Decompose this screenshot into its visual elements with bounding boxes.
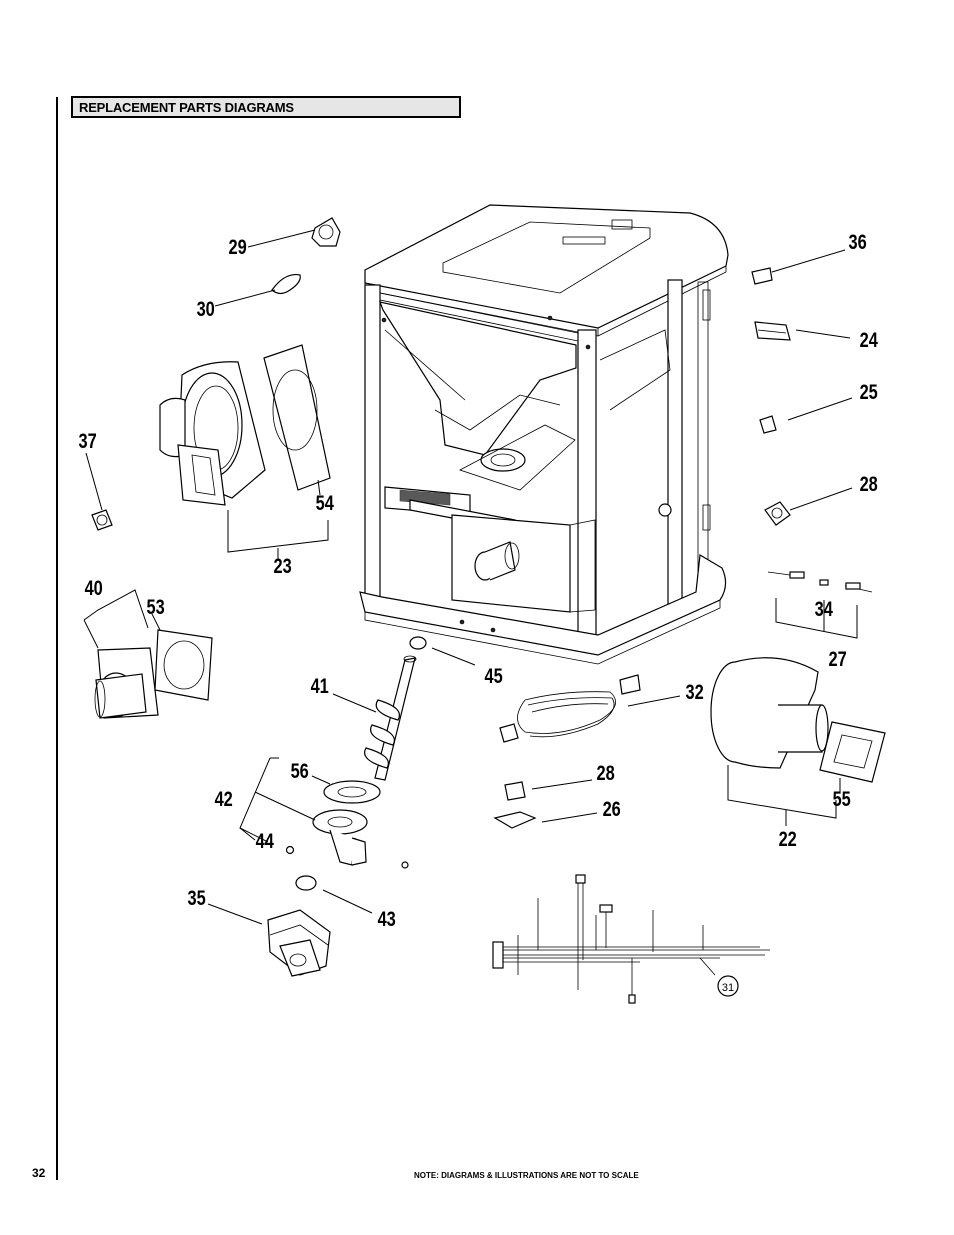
callout-24: 24 <box>860 328 879 351</box>
scale-note: NOTE: DIAGRAMS & ILLUSTRATIONS ARE NOT T… <box>414 1171 639 1180</box>
callout-34: 34 <box>815 597 834 620</box>
callout-26: 26 <box>603 797 621 820</box>
part-28-snap-disc <box>764 501 791 526</box>
callout-23: 23 <box>274 554 292 577</box>
wiring-harness-part <box>492 874 770 1004</box>
callout-28-lower: 28 <box>597 761 615 784</box>
auger-bushing-part <box>409 636 427 650</box>
gasket-53-part <box>154 629 213 701</box>
power-cord-part <box>499 674 641 743</box>
callout-53: 53 <box>147 595 165 618</box>
callout-55: 55 <box>833 787 851 810</box>
auger-part <box>364 655 417 781</box>
callout-32: 32 <box>686 680 704 703</box>
callout-31: 31 <box>722 982 734 994</box>
callout-circle-31 <box>717 975 739 997</box>
stove-cabinet <box>359 204 729 665</box>
callout-30: 30 <box>197 297 215 320</box>
thermo-disc-part <box>91 509 113 531</box>
page-number: 32 <box>32 1166 46 1180</box>
part-36-switch <box>751 267 773 285</box>
callout-41: 41 <box>311 674 329 697</box>
vacuum-switch-part <box>311 217 341 247</box>
callout-42: 42 <box>215 787 233 810</box>
gasket-54-part <box>263 344 331 491</box>
bushing-43-part <box>295 875 317 891</box>
callout-36: 36 <box>849 230 867 253</box>
margin-rule <box>56 97 58 1180</box>
hose-part <box>271 273 301 295</box>
callout-35: 35 <box>188 886 206 909</box>
callout-44: 44 <box>256 829 275 852</box>
part-24-bracket <box>754 321 791 341</box>
callout-43: 43 <box>378 907 396 930</box>
callout-54: 54 <box>316 491 335 514</box>
callout-22: 22 <box>779 827 797 850</box>
gasket-55-part <box>819 721 886 783</box>
section-title: REPLACEMENT PARTS DIAGRAMS <box>71 96 461 118</box>
combustion-blower-part <box>710 657 829 769</box>
callout-28-upper: 28 <box>860 472 878 495</box>
callout-45: 45 <box>485 664 503 687</box>
blower-housing-part <box>159 361 266 506</box>
set-screw-44 <box>285 845 295 855</box>
auger-motor-part <box>267 909 331 977</box>
callout-56: 56 <box>291 759 309 782</box>
air-intake-part <box>94 647 159 719</box>
small-fastener <box>401 861 409 869</box>
wire-set-part <box>767 571 873 593</box>
callout-29: 29 <box>229 235 247 258</box>
part-28-switch <box>504 781 526 801</box>
mount-plate-part <box>312 809 368 866</box>
callout-27: 27 <box>829 647 847 670</box>
callout-40: 40 <box>85 576 103 599</box>
part-25-sensor <box>759 415 777 434</box>
gasket-56-part <box>323 780 381 804</box>
callout-37: 37 <box>79 429 97 452</box>
part-26-bracket <box>493 811 537 829</box>
callout-25: 25 <box>860 380 878 403</box>
